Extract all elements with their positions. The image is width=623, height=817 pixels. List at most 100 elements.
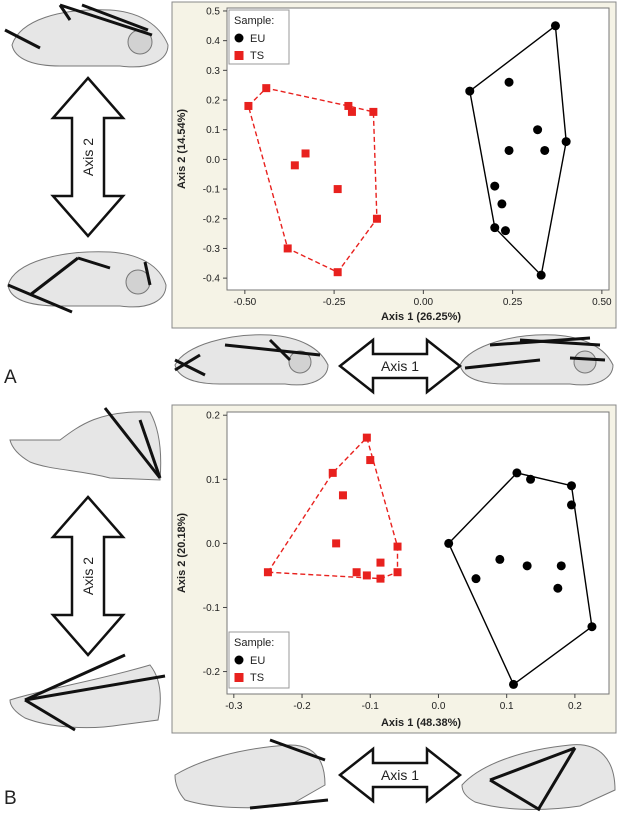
chart-a-point-ts	[347, 107, 356, 116]
chart-a-point-ts	[262, 84, 271, 93]
axis1-arrow-b-label: Axis 1	[381, 767, 419, 783]
chart-b-legend-eu-marker	[234, 655, 244, 665]
chart-b-x-tick-label: 0.1	[500, 701, 514, 712]
chart-a-y-tick-label: 0.5	[206, 6, 220, 17]
chart-b-point-ts	[366, 456, 375, 465]
chart-b-y-tick-label: -0.2	[203, 667, 221, 678]
chart-b-hull-eu	[448, 472, 593, 686]
chart-b-y-tick-label: -0.1	[203, 603, 221, 614]
chart-a-legend-eu-marker	[234, 33, 244, 43]
chart-b-point-ts	[376, 574, 385, 583]
mandible-illustration-bottom-left	[174, 738, 329, 810]
chart-b-point-ts	[332, 539, 341, 548]
skull-illustration-top-left	[4, 3, 169, 68]
chart-b-y-tick-label: 0.1	[206, 475, 220, 486]
chart-b-point-ts	[376, 558, 385, 567]
chart-a-point-eu	[500, 226, 510, 236]
skull-illustration-axis1-right	[459, 334, 614, 386]
chart-a-point-ts	[369, 107, 378, 116]
chart-b-y-tick-label: 0.2	[206, 411, 220, 422]
skull-illustration-mid-left	[7, 251, 167, 314]
chart-a-y-tick-label: -0.3	[203, 244, 221, 255]
mandible-illustration-bottom-right	[461, 744, 616, 812]
chart-a-point-eu	[497, 199, 507, 209]
chart-b-point-ts	[362, 433, 371, 442]
axis2-arrow-a: Axis 2	[50, 76, 126, 238]
mandible-illustration-lower-left	[9, 653, 166, 732]
chart-a-point-ts	[333, 185, 342, 194]
chart-b-point-eu	[587, 622, 597, 632]
axis1-arrow-a: Axis 1	[337, 337, 463, 395]
chart-b-point-ts	[393, 568, 402, 577]
chart-b-legend-ts-marker	[234, 673, 244, 682]
chart-b-point-eu	[556, 561, 566, 571]
skull-illustration-axis1-left	[174, 334, 329, 386]
chart-a-y-axis-label: Axis 2 (14.54%)	[176, 109, 188, 189]
chart-a-y-tick-label: 0.0	[206, 155, 220, 166]
chart-b-plot-area	[226, 411, 610, 695]
chart-a-hulls	[247, 24, 567, 277]
chart-b-legend-title: Sample:	[234, 637, 274, 649]
chart-a-legend-eu-label: EU	[250, 33, 265, 45]
chart-a-point-eu	[550, 21, 560, 31]
chart-a-x-tick-label: -0.50	[233, 297, 256, 308]
chart-b-point-ts	[328, 468, 337, 477]
chart-b-legend-eu-label: EU	[250, 655, 265, 667]
chart-b-points	[263, 433, 597, 689]
chart-b-point-eu	[444, 538, 454, 548]
chart-a-x-tick-label: -0.25	[323, 297, 346, 308]
chart-a-point-eu	[490, 223, 500, 233]
chart-a-y-tick-label: -0.1	[203, 185, 221, 196]
chart-a-legend: Sample: EU TS	[228, 9, 290, 65]
chart-a-y-tick-label: 0.3	[206, 66, 220, 77]
chart-a-y-tick-label: 0.1	[206, 125, 220, 136]
chart-b-point-ts	[338, 491, 347, 500]
chart-b-point-eu	[566, 500, 576, 510]
chart-b-point-eu	[471, 574, 481, 584]
chart-b-point-eu	[553, 583, 563, 593]
chart-a-point-ts	[244, 101, 253, 110]
chart-a-y-ticks: -0.4-0.3-0.2-0.10.00.10.20.30.40.5	[203, 6, 227, 285]
chart-b-point-ts	[352, 568, 361, 577]
chart-a-point-ts	[372, 214, 381, 223]
panel-label-b: B	[4, 788, 17, 809]
axis2-arrow-b: Axis 2	[50, 495, 126, 657]
chart-b-x-tick-label: -0.2	[293, 701, 311, 712]
chart-b-y-ticks: -0.2 -0.1 0.0 0.1 0.2	[203, 411, 227, 678]
chart-a-x-axis-label: Axis 1 (26.25%)	[381, 311, 461, 323]
chart-a-point-eu	[504, 145, 514, 155]
chart-a-point-ts	[333, 268, 342, 277]
axis1-arrow-b: Axis 1	[337, 746, 463, 804]
chart-b-legend-ts-label: TS	[250, 672, 264, 684]
axis2-arrow-a-label: Axis 2	[80, 138, 96, 176]
chart-a-x-tick-label: 0.50	[592, 297, 612, 308]
chart-a-legend-title: Sample:	[234, 15, 274, 27]
chart-a-legend-ts-marker	[234, 51, 244, 60]
chart-a-hull-ts	[247, 87, 378, 274]
chart-a-y-tick-label: 0.2	[206, 96, 220, 107]
chart-a-point-eu	[561, 137, 571, 147]
chart-b-point-eu	[526, 474, 536, 484]
chart-a-point-ts	[344, 101, 353, 110]
chart-a-point-ts	[301, 149, 310, 158]
chart-b-point-eu	[566, 481, 576, 491]
chart-b-y-tick-label: 0.0	[206, 539, 220, 550]
chart-b-point-eu	[509, 679, 518, 689]
chart-b-y-axis-label: Axis 2 (20.18%)	[176, 513, 188, 593]
chart-a-point-eu	[540, 145, 550, 155]
chart-a-hull-eu	[469, 24, 567, 277]
chart-a-y-tick-label: 0.4	[206, 36, 220, 47]
chart-b-point-eu	[512, 468, 522, 478]
chart-a-point-eu	[533, 125, 543, 135]
chart-b-x-axis-label: Axis 1 (48.38%)	[381, 717, 461, 729]
chart-b-point-eu	[522, 561, 532, 571]
chart-a-x-tick-label: 0.00	[414, 297, 434, 308]
chart-b-point-eu	[495, 554, 505, 564]
chart-b-point-ts	[362, 571, 371, 580]
chart-a-point-eu	[536, 270, 546, 280]
chart-a-points	[244, 21, 571, 280]
